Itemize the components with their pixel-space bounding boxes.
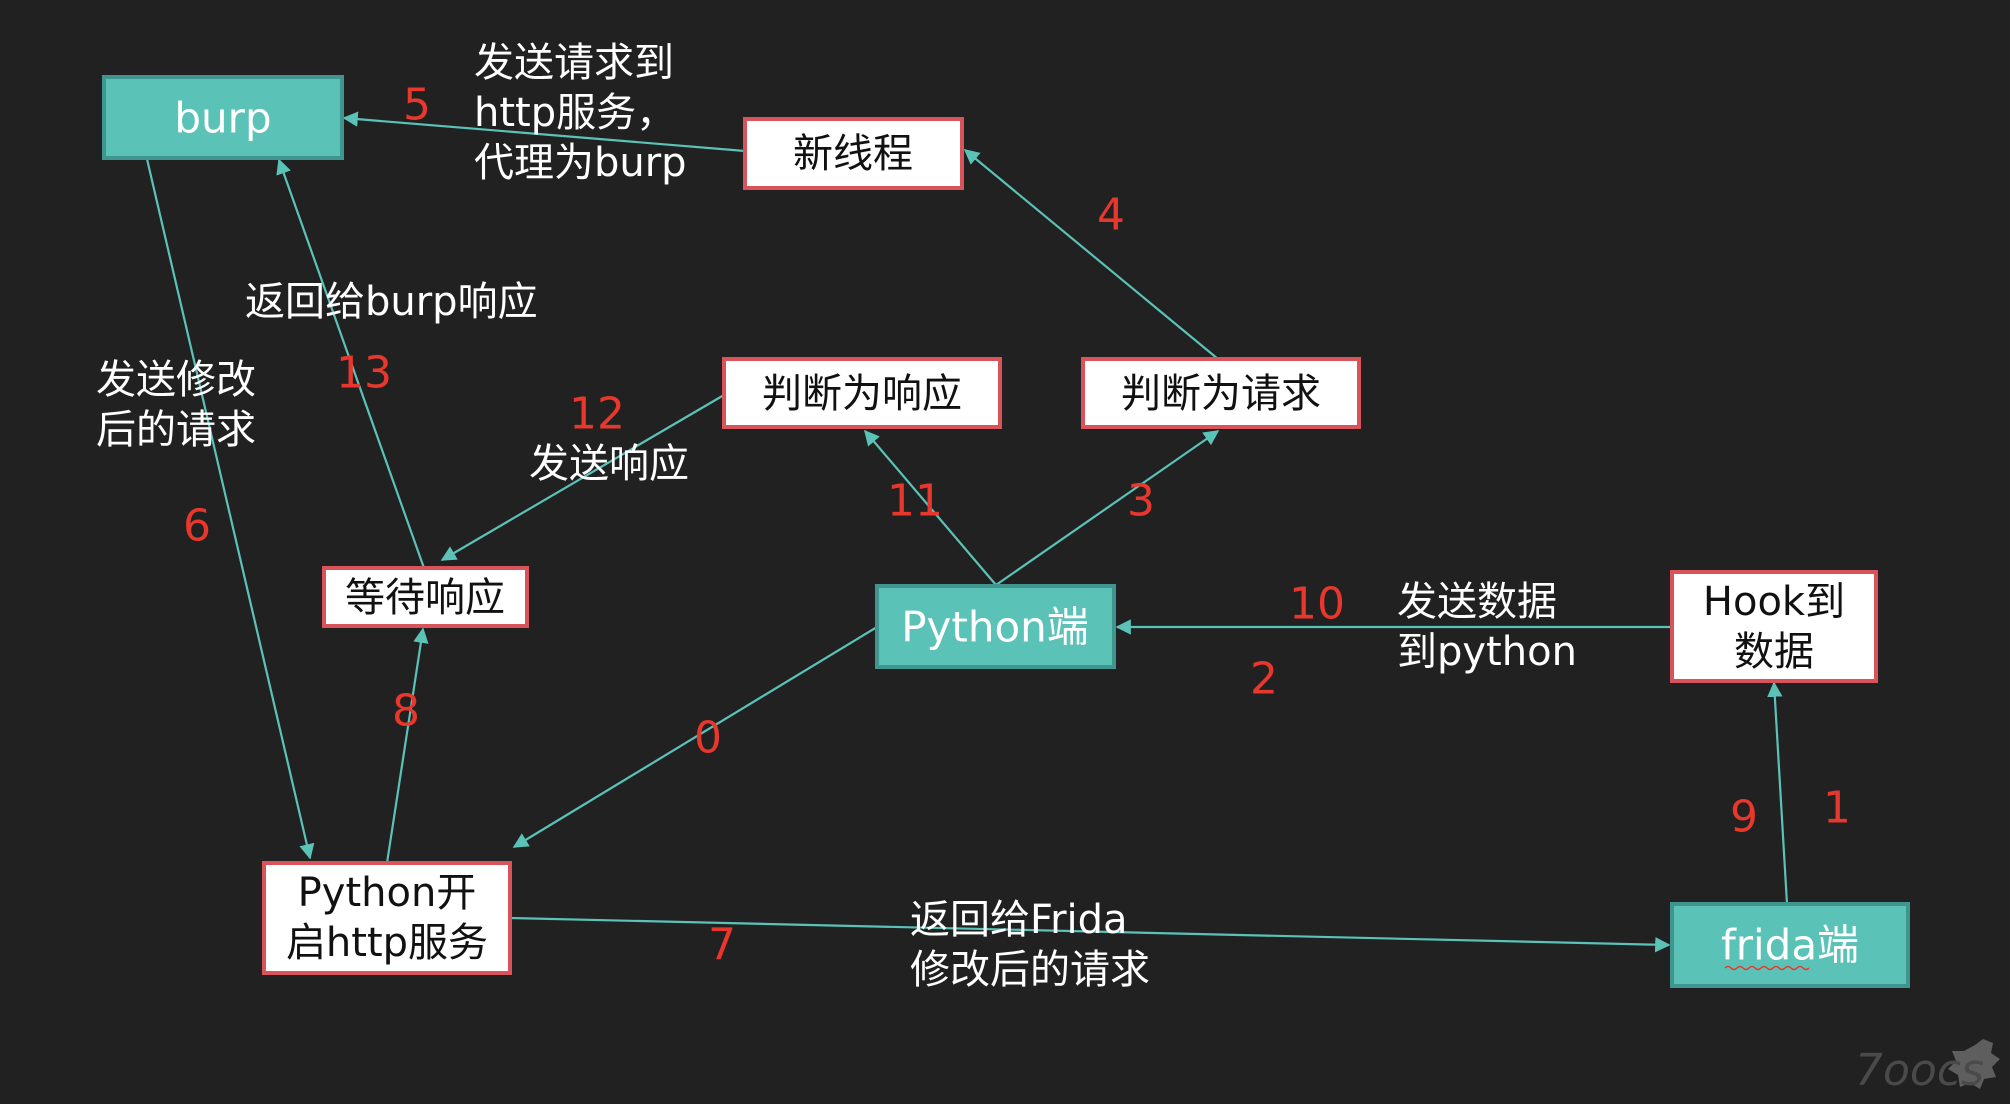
- node-python-http: Python开 启http服务: [262, 861, 512, 975]
- note-line: 到python: [1397, 629, 1577, 675]
- node-frida-side: frida端: [1670, 902, 1910, 988]
- edge-13-wait-to-burp: [276, 158, 426, 569]
- node-hook-data-line2: 数据: [1734, 629, 1814, 675]
- watermark-logo: 7oocs: [1855, 1039, 2000, 1096]
- node-burp: burp: [102, 75, 344, 160]
- node-frida-side-label: frida端: [1721, 921, 1859, 970]
- note-return-to-burp: 返回给burp响应: [245, 279, 538, 325]
- edge-11-python-to-response: [864, 429, 997, 586]
- step-12: 12: [569, 389, 625, 440]
- step-4: 4: [1097, 190, 1125, 241]
- node-python-side-label: Python端: [901, 603, 1089, 652]
- edge-12-response-to-wait: [440, 394, 725, 561]
- edge-5-thread-to-burp: [342, 111, 746, 153]
- note-send-to-http: 发送请求到 http服务， 代理为burp: [474, 40, 687, 186]
- node-python-side: Python端: [875, 584, 1116, 669]
- note-line: 发送请求到: [474, 40, 674, 86]
- node-wait-response-label: 等待响应: [345, 575, 505, 621]
- note-line: 后的请求: [96, 407, 256, 453]
- edge-9-frida-to-hook: [1767, 681, 1789, 905]
- node-judge-request: 判断为请求: [1081, 357, 1361, 429]
- node-python-http-line1: Python开: [298, 870, 477, 916]
- node-new-thread: 新线程: [743, 117, 964, 190]
- step-9: 9: [1730, 792, 1758, 843]
- node-burp-label: burp: [174, 94, 271, 143]
- note-line: 修改后的请求: [910, 947, 1150, 993]
- note-line: http服务，: [474, 90, 676, 136]
- step-1: 1: [1823, 783, 1851, 834]
- node-judge-request-label: 判断为请求: [1121, 371, 1321, 417]
- step-5: 5: [403, 80, 431, 131]
- node-new-thread-label: 新线程: [793, 131, 913, 177]
- step-13: 13: [336, 348, 392, 399]
- node-judge-response: 判断为响应: [722, 357, 1002, 429]
- node-hook-data-line1: Hook到: [1703, 579, 1845, 625]
- note-line: 代理为burp: [474, 140, 687, 186]
- note-send-data: 发送数据 到python: [1397, 579, 1577, 675]
- edge-7-http-to-frida: [509, 916, 1671, 953]
- note-return-to-frida: 返回给Frida 修改后的请求: [910, 897, 1150, 993]
- step-6: 6: [183, 501, 211, 552]
- note-line: 发送数据: [1397, 579, 1557, 625]
- note-line: 返回给Frida: [910, 897, 1128, 943]
- edge-6-burp-to-http: [145, 158, 315, 860]
- step-2: 2: [1250, 654, 1278, 705]
- step-0: 0: [694, 713, 722, 764]
- note-send-modified: 发送修改 后的请求: [96, 357, 256, 453]
- step-3: 3: [1127, 476, 1155, 527]
- edge-3-python-to-request: [995, 430, 1220, 586]
- edge-0-python-to-http: [512, 626, 878, 848]
- node-python-http-line2: 启http服务: [286, 920, 488, 966]
- watermark-text: 7oocs: [1855, 1045, 1984, 1096]
- step-8: 8: [392, 686, 420, 737]
- step-7: 7: [708, 920, 736, 971]
- node-judge-response-label: 判断为响应: [762, 371, 962, 417]
- node-wait-response: 等待响应: [322, 566, 529, 628]
- step-11: 11: [887, 476, 943, 527]
- edge-8-http-to-wait: [385, 627, 429, 864]
- node-hook-data: Hook到 数据: [1670, 570, 1878, 683]
- edge-4-request-to-thread: [963, 149, 1219, 360]
- note-line: 发送修改: [96, 357, 256, 403]
- step-10: 10: [1289, 579, 1345, 630]
- spellcheck-underline: [1724, 965, 1810, 971]
- note-send-response: 发送响应: [529, 441, 689, 487]
